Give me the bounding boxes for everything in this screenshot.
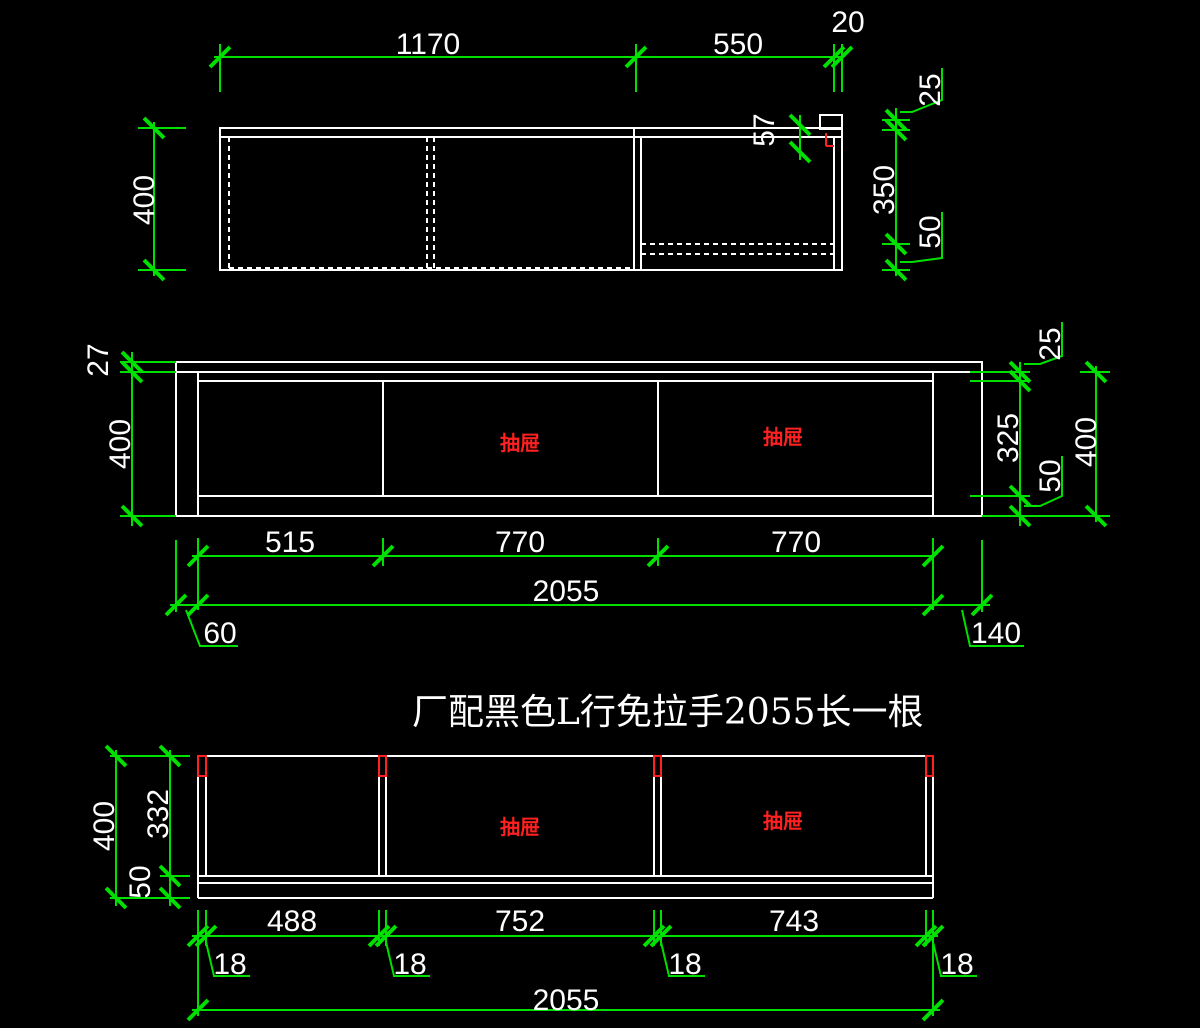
bottom-view: 抽屉 抽屉 bbox=[88, 744, 977, 1022]
dim-140: 140 bbox=[971, 617, 1021, 650]
front-view-dimension-labels: 27 400 25 325 50 400 515 770 770 2055 60… bbox=[82, 327, 1103, 650]
dim-50-bottom: 50 bbox=[124, 865, 157, 898]
dim-50-top: 50 bbox=[914, 215, 947, 248]
dim-50-front: 50 bbox=[1034, 459, 1067, 492]
dim-18-d: 18 bbox=[940, 948, 973, 981]
dim-57: 57 bbox=[748, 113, 781, 146]
dim-400-front-right: 400 bbox=[1070, 417, 1103, 467]
dim-515: 515 bbox=[265, 526, 315, 559]
handle-note: 厂配黑色L行免拉手2055长一根 bbox=[412, 692, 924, 733]
top-view-dimension-labels: 1170 550 20 400 57 25 350 50 bbox=[128, 6, 947, 249]
dim-2055-bottom: 2055 bbox=[533, 984, 600, 1017]
front-view: 抽屉 抽屉 bbox=[82, 322, 1110, 650]
top-view-dimensions bbox=[138, 44, 943, 282]
dim-400-top: 400 bbox=[128, 175, 161, 225]
bottom-view-dimension-labels: 400 332 50 488 752 743 18 18 18 18 2055 bbox=[88, 789, 974, 1017]
dim-2055-front: 2055 bbox=[533, 575, 600, 608]
dim-752: 752 bbox=[495, 905, 545, 938]
dim-18-c: 18 bbox=[668, 948, 701, 981]
drawer-label-front-2: 抽屉 bbox=[763, 425, 803, 449]
drawer-label-bottom-1: 抽屉 bbox=[500, 815, 540, 839]
dim-325: 325 bbox=[992, 413, 1025, 463]
dim-20: 20 bbox=[831, 6, 864, 39]
dim-743: 743 bbox=[769, 905, 819, 938]
top-view: 1170 550 20 400 57 25 350 50 bbox=[128, 6, 947, 282]
dim-488: 488 bbox=[267, 905, 317, 938]
dim-18-a: 18 bbox=[213, 948, 246, 981]
dim-770-b: 770 bbox=[771, 526, 821, 559]
dim-350: 350 bbox=[868, 165, 901, 215]
dim-400-front-left: 400 bbox=[104, 419, 137, 469]
dim-1170: 1170 bbox=[396, 28, 461, 61]
dim-25-top: 25 bbox=[914, 73, 947, 106]
top-view-outline bbox=[219, 114, 843, 271]
dim-25-front: 25 bbox=[1034, 327, 1067, 360]
drawer-label-front-1: 抽屉 bbox=[500, 431, 540, 455]
dim-27: 27 bbox=[82, 343, 115, 376]
dim-332: 332 bbox=[142, 789, 175, 839]
drawer-label-bottom-2: 抽屉 bbox=[763, 809, 803, 833]
bottom-view-dimensions bbox=[104, 744, 977, 1022]
dim-400-bottom: 400 bbox=[88, 801, 121, 851]
dim-18-b: 18 bbox=[393, 948, 426, 981]
bottom-view-outline bbox=[197, 755, 934, 899]
front-view-dimensions bbox=[120, 322, 1110, 647]
dim-770-a: 770 bbox=[495, 526, 545, 559]
dim-550: 550 bbox=[713, 28, 763, 61]
front-view-outline bbox=[175, 361, 983, 517]
dim-60: 60 bbox=[203, 617, 236, 650]
